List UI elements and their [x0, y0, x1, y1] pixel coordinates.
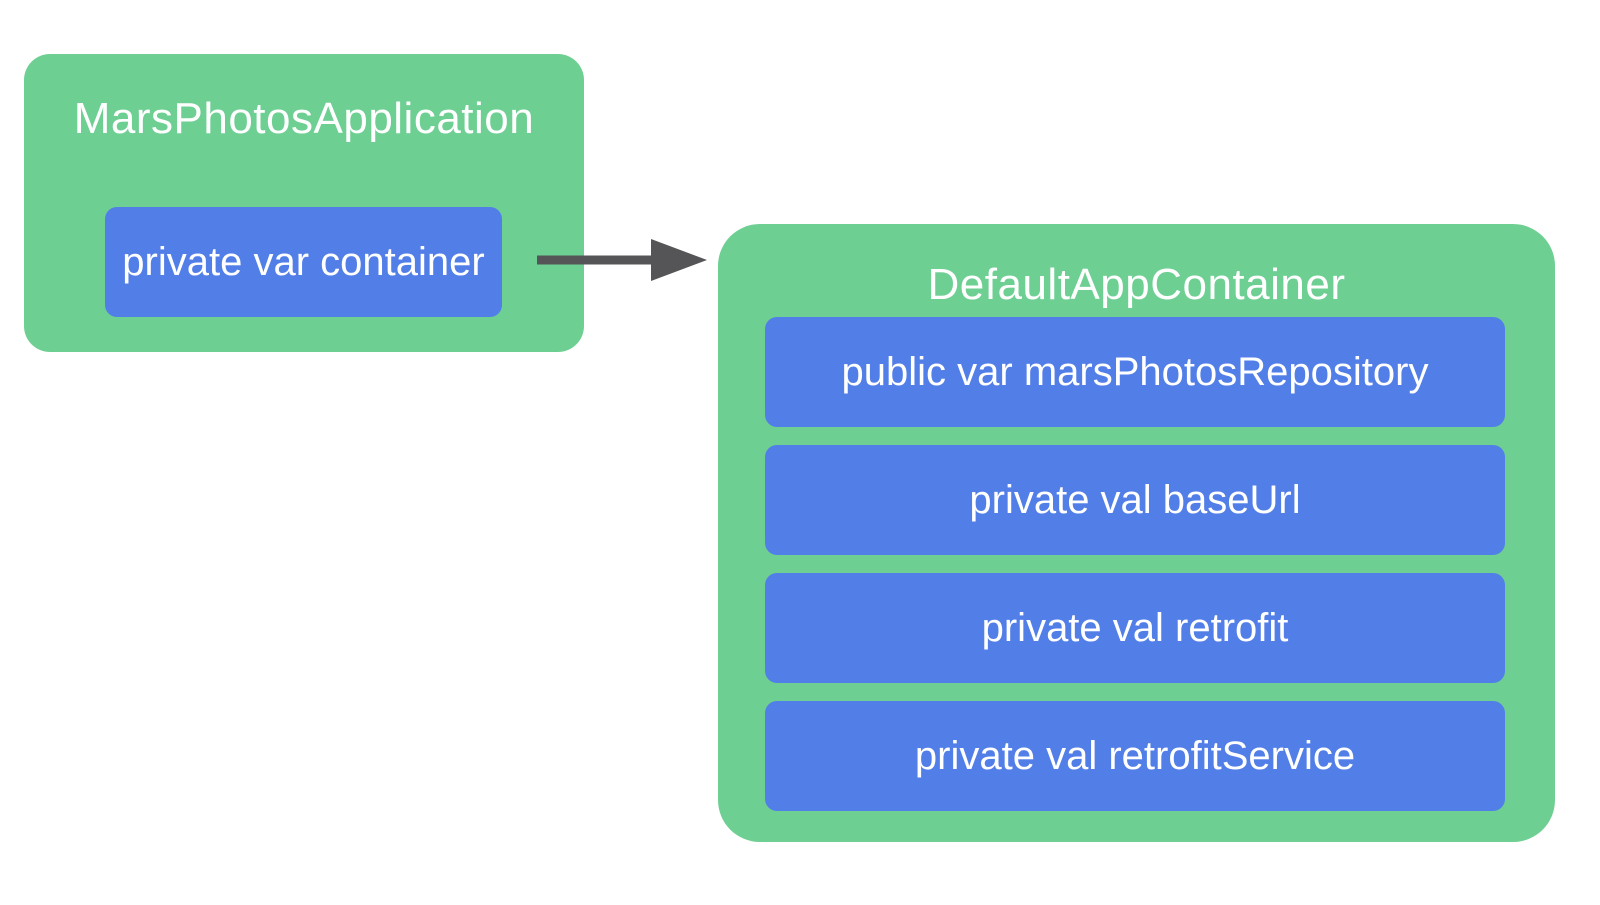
retrofit-service-field-chip: private val retrofitService: [765, 701, 1505, 811]
container-fields-list: public var marsPhotosRepository private …: [765, 317, 1505, 811]
default-app-container-box: DefaultAppContainer public var marsPhoto…: [718, 224, 1555, 842]
retrofit-field-chip: private val retrofit: [765, 573, 1505, 683]
container-field-chip: private var container: [105, 207, 502, 317]
mars-photos-application-title: MarsPhotosApplication: [73, 94, 535, 143]
mars-photos-repository-field-chip: public var marsPhotosRepository: [765, 317, 1505, 427]
mars-photos-application-box: MarsPhotosApplication private var contai…: [24, 54, 584, 352]
dependency-arrow-icon: [537, 239, 707, 281]
base-url-field-chip: private val baseUrl: [765, 445, 1505, 555]
default-app-container-title: DefaultAppContainer: [927, 260, 1346, 309]
